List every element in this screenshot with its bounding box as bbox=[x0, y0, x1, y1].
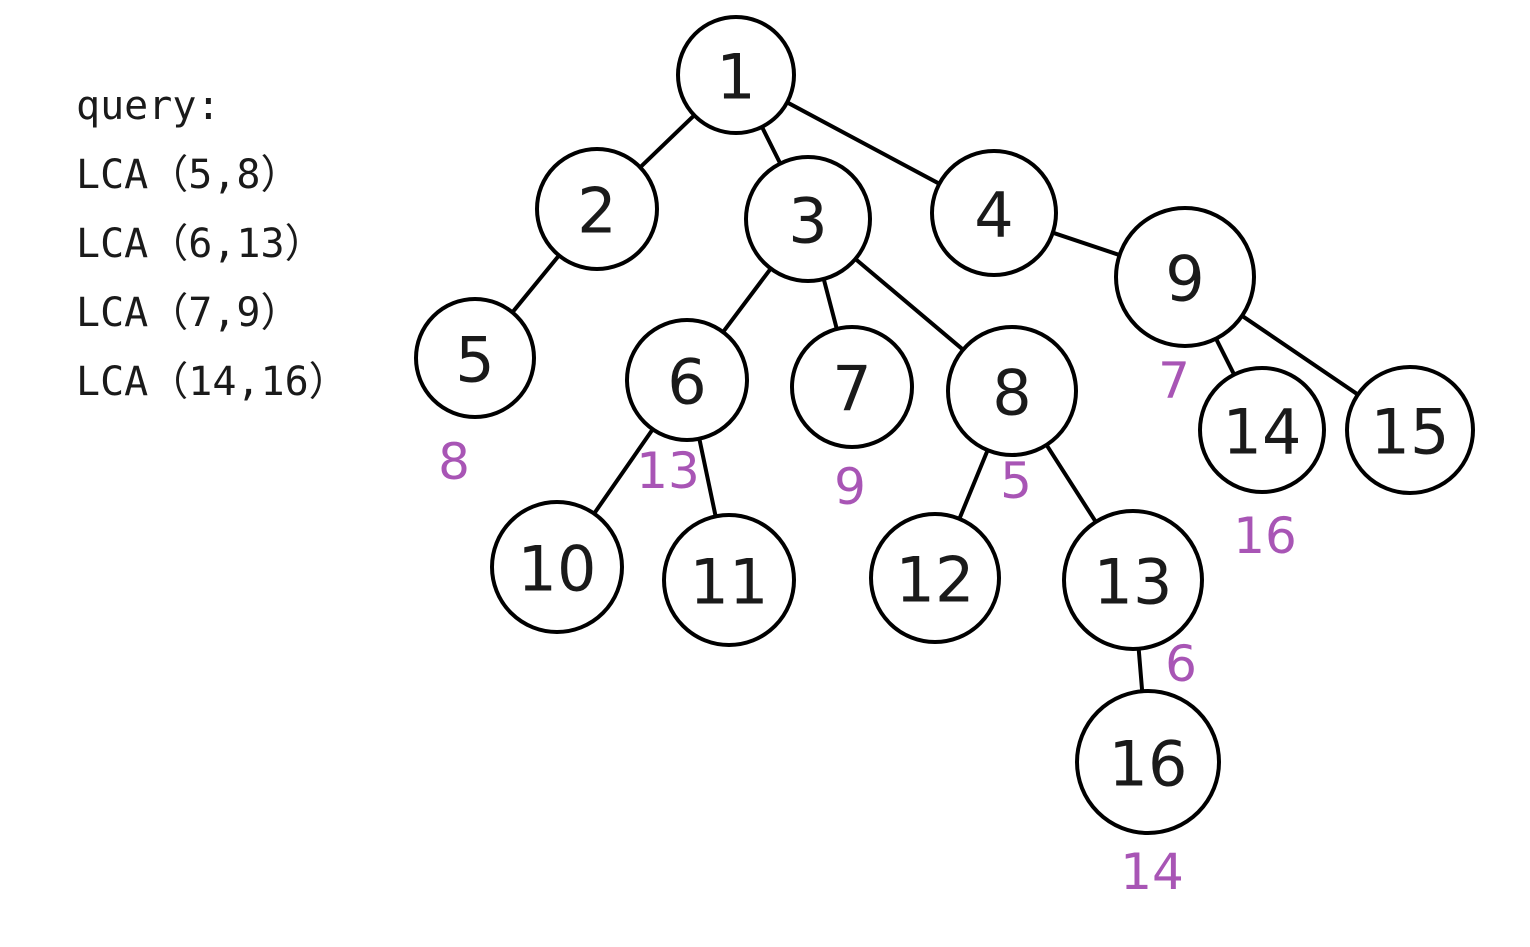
tree-node-9: 9 bbox=[1114, 206, 1256, 348]
tree-edge-1-3 bbox=[760, 126, 782, 164]
node-label-16: 16 bbox=[1109, 728, 1188, 801]
tree-edge-9-15 bbox=[1241, 314, 1359, 396]
node-circle-10 bbox=[490, 500, 624, 634]
tree-node-10: 10 bbox=[490, 500, 624, 634]
node-label-9: 9 bbox=[1165, 243, 1204, 316]
tree-node-4: 4 bbox=[930, 149, 1058, 277]
query-line-4: LCA（14,16） bbox=[76, 359, 349, 405]
node-label-11: 11 bbox=[690, 546, 769, 619]
node-circle-8 bbox=[946, 325, 1078, 457]
tree-node-12: 12 bbox=[869, 512, 1001, 644]
tree-edge-1-2 bbox=[639, 114, 695, 168]
node-label-4: 4 bbox=[974, 179, 1013, 252]
node-circle-14 bbox=[1198, 366, 1326, 494]
tree-node-8: 8 bbox=[946, 325, 1078, 457]
tree-edge-9-14 bbox=[1214, 338, 1236, 375]
node-label-8: 8 bbox=[992, 357, 1031, 430]
node-circle-4 bbox=[930, 149, 1058, 277]
tree-edge-13-16 bbox=[1136, 648, 1145, 692]
node-label-6: 6 bbox=[667, 346, 706, 419]
tree-edge-3-6 bbox=[722, 268, 772, 333]
query-panel: query: LCA（5,8） LCA（6,13） LCA（7,9） LCA（1… bbox=[76, 72, 349, 417]
tree-node-5: 5 bbox=[414, 297, 536, 419]
query-partner-label-9: 7 bbox=[1158, 352, 1190, 410]
tree-edge-4-9 bbox=[1052, 231, 1120, 257]
query-line-3: LCA（7,9） bbox=[76, 290, 301, 336]
tree-node-11: 11 bbox=[662, 513, 796, 647]
node-label-15: 15 bbox=[1371, 396, 1450, 469]
node-label-5: 5 bbox=[455, 324, 494, 397]
tree-edge-6-11 bbox=[697, 438, 718, 517]
query-partner-label-16: 14 bbox=[1120, 843, 1184, 901]
node-circle-15 bbox=[1345, 365, 1475, 495]
node-label-3: 3 bbox=[788, 185, 827, 258]
node-circle-6 bbox=[625, 318, 749, 442]
tree-node-7: 7 bbox=[790, 325, 914, 449]
query-partner-label-7: 9 bbox=[834, 458, 866, 516]
query-line-1: LCA（5,8） bbox=[76, 152, 301, 198]
tree-edge-3-8 bbox=[854, 258, 964, 351]
node-label-7: 7 bbox=[832, 353, 871, 426]
node-circle-11 bbox=[662, 513, 796, 647]
node-circle-2 bbox=[535, 147, 659, 271]
tree-node-13: 13 bbox=[1062, 509, 1204, 651]
tree-node-1: 1 bbox=[676, 15, 796, 135]
node-label-13: 13 bbox=[1094, 546, 1173, 619]
node-circle-9 bbox=[1114, 206, 1256, 348]
node-circle-13 bbox=[1062, 509, 1204, 651]
query-line-2: LCA（6,13） bbox=[76, 221, 325, 267]
node-label-10: 10 bbox=[518, 533, 597, 606]
query-partner-label-13: 6 bbox=[1165, 635, 1197, 693]
node-label-12: 12 bbox=[896, 544, 975, 617]
tree-node-6: 6 bbox=[625, 318, 749, 442]
node-circle-1 bbox=[676, 15, 796, 135]
node-circle-16 bbox=[1075, 689, 1221, 835]
tree-edge-6-10 bbox=[593, 428, 654, 514]
query-partner-label-5: 8 bbox=[438, 433, 470, 491]
node-label-2: 2 bbox=[577, 175, 616, 248]
tree-node-16: 16 bbox=[1075, 689, 1221, 835]
node-circle-7 bbox=[790, 325, 914, 449]
tree-node-3: 3 bbox=[744, 155, 872, 283]
edges-layer bbox=[511, 101, 1359, 692]
node-label-14: 14 bbox=[1223, 396, 1302, 469]
node-circle-5 bbox=[414, 297, 536, 419]
node-label-1: 1 bbox=[716, 41, 755, 114]
query-title: query: bbox=[76, 83, 221, 129]
pairs-layer: 8 13 9 5 7 6 16 14 bbox=[438, 352, 1297, 901]
node-circle-12 bbox=[869, 512, 1001, 644]
tree-edge-8-13 bbox=[1045, 444, 1097, 523]
tree-edge-1-4 bbox=[786, 101, 940, 185]
query-partner-label-14: 16 bbox=[1233, 507, 1297, 565]
query-partner-label-6: 13 bbox=[636, 442, 700, 500]
tree-edge-3-7 bbox=[822, 278, 839, 330]
tree-node-15: 15 bbox=[1345, 365, 1475, 495]
tree-edge-2-5 bbox=[511, 254, 560, 313]
tree-node-2: 2 bbox=[535, 147, 659, 271]
tree-edge-8-12 bbox=[958, 450, 989, 519]
node-circle-3 bbox=[744, 155, 872, 283]
query-partner-label-8: 5 bbox=[1000, 452, 1032, 510]
tree-node-14: 14 bbox=[1198, 366, 1326, 494]
